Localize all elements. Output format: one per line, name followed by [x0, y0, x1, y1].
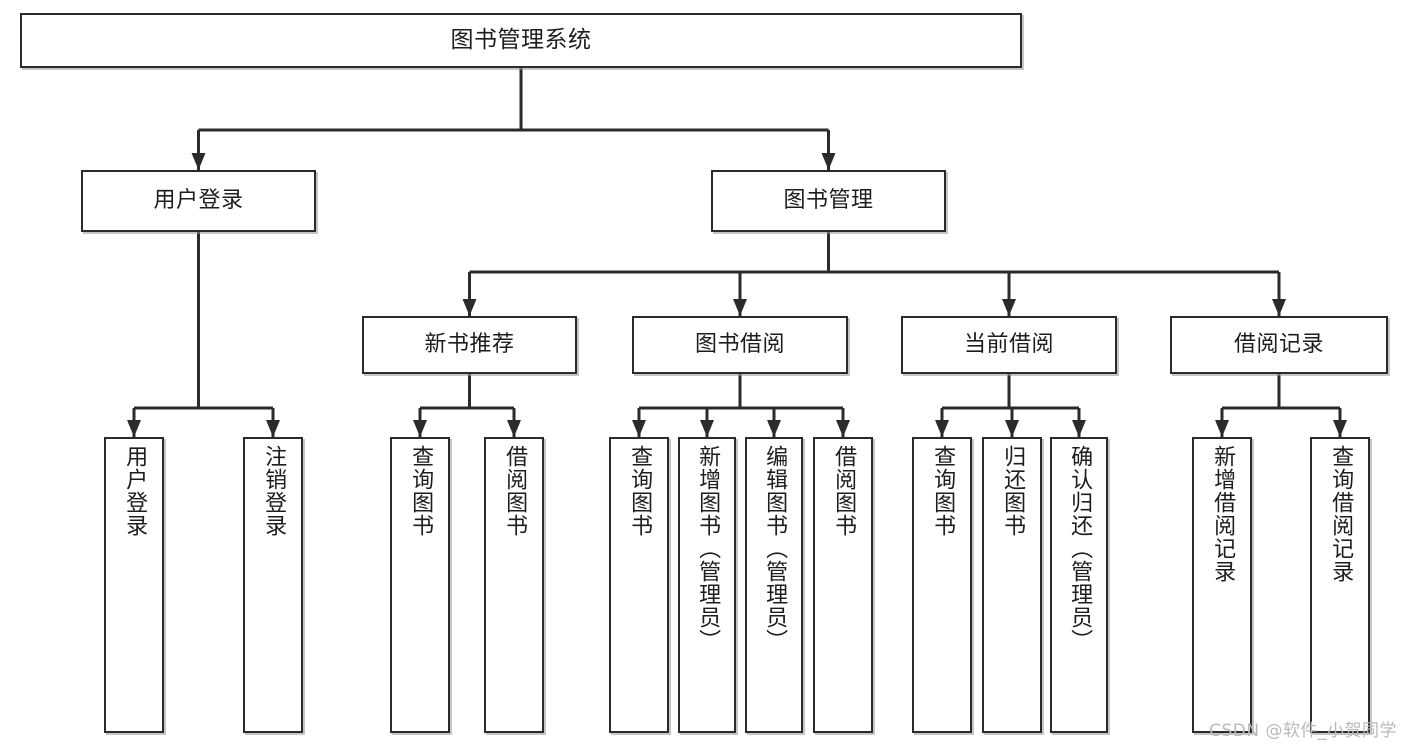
- arrowhead-current-borrow: [1002, 299, 1016, 316]
- arrowhead-new-book-recommend: [462, 299, 477, 316]
- arrowhead-leaf-query-book-1: [413, 420, 427, 437]
- node-label-leaf-user-login: 用户登录: [122, 445, 148, 537]
- node-label-borrow-records: 借阅记录: [1233, 331, 1324, 357]
- watermark-label: CSDN @软件_小贺同学: [1209, 721, 1397, 741]
- arrowhead-leaf-user-login: [127, 420, 141, 437]
- node-leaf-edit-book[interactable]: 编辑图书（管理员）: [745, 437, 803, 733]
- arrowhead-leaf-return-book: [1005, 420, 1019, 437]
- node-leaf-borrow-book-1[interactable]: 借阅图书: [484, 437, 544, 733]
- node-leaf-borrow-book-2[interactable]: 借阅图书: [813, 437, 873, 733]
- node-label-new-book-recommend: 新书推荐: [424, 331, 515, 357]
- arrowhead-borrow-records: [1272, 299, 1286, 316]
- node-leaf-query-record[interactable]: 查询借阅记录: [1310, 437, 1370, 733]
- node-leaf-query-book-2[interactable]: 查询图书: [609, 437, 669, 733]
- arrowhead-leaf-query-record: [1333, 420, 1347, 437]
- arrowhead-leaf-add-book: [700, 420, 714, 437]
- node-leaf-query-book-1[interactable]: 查询图书: [390, 437, 450, 733]
- node-root[interactable]: 图书管理系统: [20, 13, 1022, 68]
- node-label-leaf-confirm-return: 确认归还（管理员）: [1067, 445, 1093, 652]
- node-label-root: 图书管理系统: [450, 26, 592, 53]
- node-label-leaf-borrow-book-1: 借阅图书: [502, 445, 528, 537]
- node-label-current-borrow: 当前借阅: [963, 331, 1054, 357]
- arrowhead-leaf-borrow-book-2: [836, 420, 850, 437]
- arrowhead-book-management: [821, 153, 836, 170]
- node-new-book-recommend[interactable]: 新书推荐: [362, 316, 577, 374]
- node-label-book-borrow: 图书借阅: [694, 331, 785, 357]
- node-label-user-login: 用户登录: [153, 187, 244, 213]
- node-label-leaf-logout: 注销登录: [261, 445, 287, 537]
- node-label-leaf-query-record: 查询借阅记录: [1328, 445, 1354, 583]
- node-leaf-add-record[interactable]: 新增借阅记录: [1192, 437, 1252, 733]
- node-current-borrow[interactable]: 当前借阅: [901, 316, 1117, 374]
- node-label-leaf-return-book: 归还图书: [1000, 445, 1026, 537]
- node-book-management[interactable]: 图书管理: [711, 170, 946, 232]
- node-leaf-return-book[interactable]: 归还图书: [982, 437, 1042, 733]
- arrowhead-leaf-query-book-2: [632, 420, 646, 437]
- arrowhead-leaf-logout: [266, 420, 280, 437]
- arrowhead-book-borrow: [733, 299, 747, 316]
- node-label-leaf-query-book-3: 查询图书: [930, 445, 956, 537]
- arrowhead-leaf-query-book-3: [935, 420, 949, 437]
- node-user-login[interactable]: 用户登录: [81, 170, 316, 232]
- arrowhead-leaf-add-record: [1215, 420, 1229, 437]
- node-book-borrow[interactable]: 图书借阅: [632, 316, 848, 374]
- node-label-leaf-borrow-book-2: 借阅图书: [831, 445, 857, 537]
- node-leaf-user-login[interactable]: 用户登录: [104, 437, 164, 733]
- arrowhead-leaf-confirm-return: [1072, 420, 1086, 437]
- node-label-leaf-edit-book: 编辑图书（管理员）: [762, 445, 788, 652]
- node-label-leaf-add-record: 新增借阅记录: [1210, 445, 1236, 583]
- arrowhead-user-login: [191, 153, 206, 170]
- node-leaf-confirm-return[interactable]: 确认归还（管理员）: [1050, 437, 1108, 733]
- node-label-leaf-query-book-2: 查询图书: [627, 445, 653, 537]
- node-borrow-records[interactable]: 借阅记录: [1170, 316, 1388, 374]
- node-label-leaf-add-book: 新增图书（管理员）: [695, 445, 721, 652]
- node-leaf-logout[interactable]: 注销登录: [243, 437, 303, 733]
- node-leaf-add-book[interactable]: 新增图书（管理员）: [678, 437, 736, 733]
- node-label-book-management: 图书管理: [783, 187, 874, 213]
- node-label-leaf-query-book-1: 查询图书: [408, 445, 434, 537]
- arrowhead-leaf-edit-book: [767, 420, 781, 437]
- arrowhead-leaf-borrow-book-1: [507, 420, 521, 437]
- node-leaf-query-book-3[interactable]: 查询图书: [912, 437, 972, 733]
